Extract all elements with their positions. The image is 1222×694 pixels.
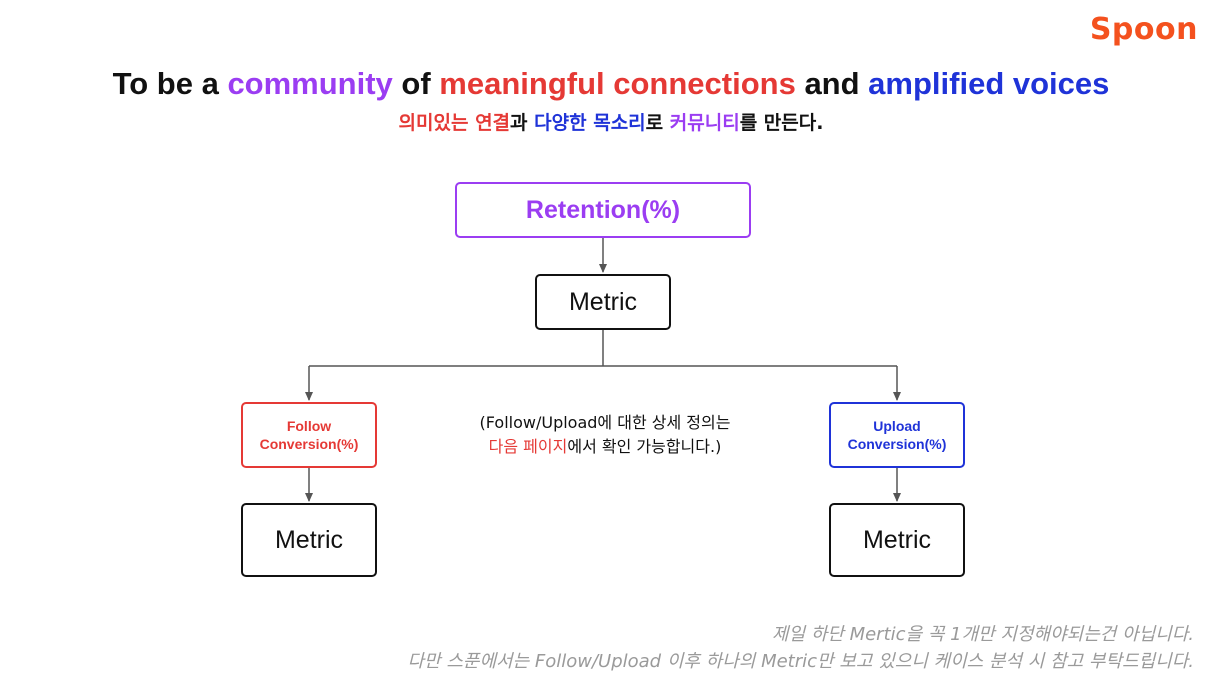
subline-voices: 다양한 목소리 [534,112,646,134]
spoon-logo: Spoon [1089,12,1198,47]
subline-connection: 의미있는 연결 [398,112,511,134]
footnote-line-2: 다만 스푼에서는 Follow/Upload 이후 하나의 Metric만 보고… [407,651,1195,672]
follow-conversion-label: Conversion(%) [259,436,359,452]
upload-label: Upload [873,418,921,434]
note-next-page: 다음 페이지 [488,437,568,456]
metric-node-top: Metric [535,274,671,330]
upload-conversion-node: Upload Conversion(%) [829,402,965,468]
subline-text: 과 [510,112,535,134]
note-rest: 에서 확인 가능합니다.) [567,437,722,456]
retention-node: Retention(%) [455,182,751,238]
metric-label: Metric [862,525,932,554]
subline-text: 로 [645,112,670,134]
headline-text: To be a [112,66,228,101]
retention-label: Retention(%) [525,195,681,224]
definition-note: (Follow/Upload에 대한 상세 정의는 다음 페이지에서 확인 가능… [430,411,780,459]
headline-voices: amplified voices [868,66,1110,101]
follow-conversion-node: Follow Conversion(%) [241,402,377,468]
mission-headline: To be a community of meaningful connecti… [0,66,1222,102]
mission-subline-korean: 의미있는 연결과 다양한 목소리로 커뮤니티를 만든다. [0,108,1222,135]
upload-conversion-label: Conversion(%) [847,436,947,452]
headline-connections: meaningful connections [439,66,796,101]
follow-label: Follow [286,418,332,434]
subline-community: 커뮤니티 [669,112,740,134]
headline-text: of [392,66,440,101]
headline-text: and [795,66,869,101]
headline-community: community [227,66,393,101]
note-line-2: 다음 페이지에서 확인 가능합니다.) [430,435,780,459]
metric-node-left: Metric [241,503,377,577]
footnote-line-1: 제일 하단 Mertic을 꼭 1개만 지정해야되는건 아닙니다. [771,624,1194,645]
metric-label: Metric [274,525,344,554]
metric-label: Metric [568,287,638,316]
subline-text: 를 만든다. [739,112,824,134]
note-line-1: (Follow/Upload에 대한 상세 정의는 [479,413,731,432]
metric-node-right: Metric [829,503,965,577]
